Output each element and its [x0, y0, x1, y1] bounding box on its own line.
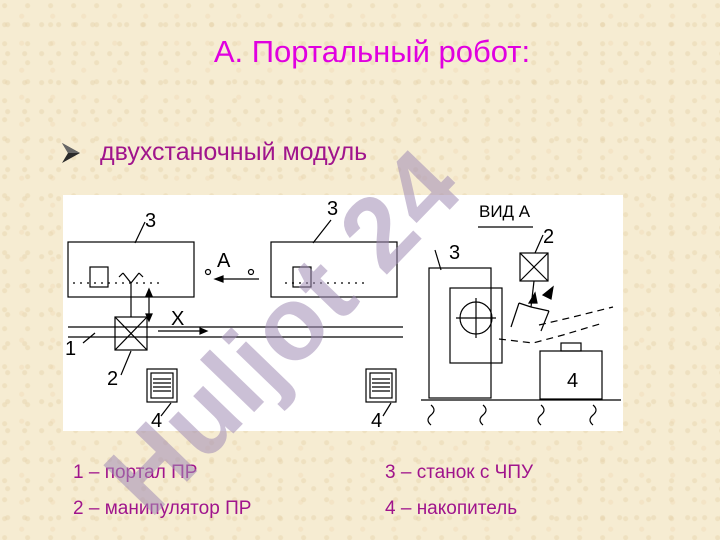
machine-left-detail [89, 266, 109, 288]
slide-title: А. Портальный робот: [213, 34, 531, 69]
store-left [146, 368, 178, 403]
legend-item-1: 1 – портал ПР [73, 462, 198, 483]
legend-item-3: 3 – станок с ЧПУ [385, 462, 534, 483]
diagram-drawing: 3 3 3 1 2 2 4 4 4 ВИД А А X [65, 198, 621, 431]
cnc-machine-mid [270, 241, 398, 298]
label-3-right: 3 [449, 242, 460, 264]
legend-item-2: 2 – манипулятор ПР [73, 498, 252, 519]
legend-item-4: 4 – накопитель [385, 498, 518, 519]
label-4-right: 4 [567, 370, 578, 392]
label-axis-x: X [171, 308, 184, 330]
label-4-mid: 4 [371, 410, 382, 431]
bullet-text: двухстаночный модуль [100, 138, 368, 166]
arrow-bullet-icon [62, 142, 80, 163]
label-3-mid: 3 [327, 198, 338, 220]
label-arrow-a: А [217, 250, 231, 272]
label-2-left: 2 [107, 368, 118, 390]
label-1: 1 [65, 338, 76, 360]
store-mid [365, 368, 397, 403]
bullet-item: двухстаночный модуль [60, 138, 367, 167]
cnc-machine-side [428, 267, 492, 399]
label-3-left: 3 [145, 210, 156, 232]
label-view-a: ВИД А [479, 202, 531, 221]
robot-diagram: 3 3 3 1 2 2 4 4 4 ВИД А А X [63, 195, 623, 431]
machine-mid-detail [292, 266, 312, 288]
label-4-left: 4 [151, 410, 162, 431]
label-2-right: 2 [543, 226, 554, 248]
